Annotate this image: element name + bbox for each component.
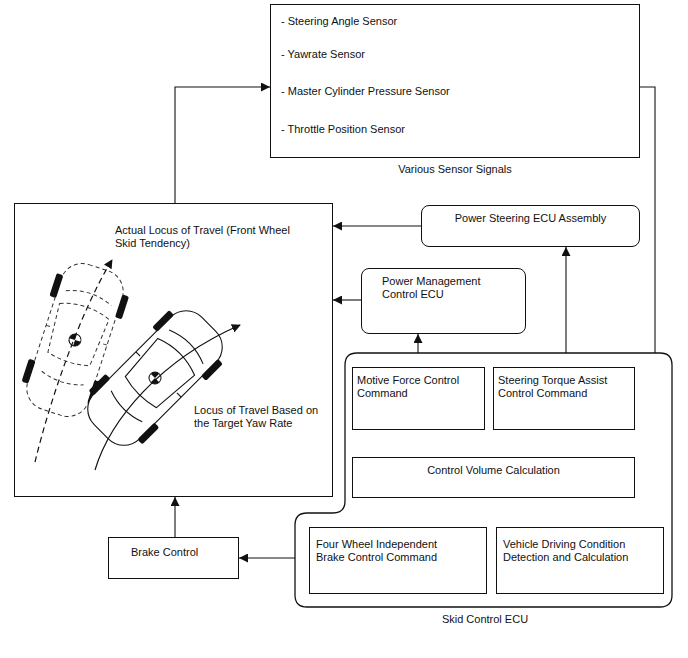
signal-arrow [333,225,421,226]
signal-arrow [333,299,361,300]
process-box: Control Volume Calculation [352,457,635,498]
node-label: Power Steering ECU Assembly [430,212,631,225]
node-label: Motive Force Control Command [357,374,472,400]
node-label: Control Volume Calculation [359,464,628,477]
skid-control-ecu: Skid Control ECUMotive Force Control Com… [295,353,672,607]
process-box: Vehicle Driving Condition Detection and … [496,527,664,594]
node-label: Vehicle Driving Condition Detection and … [503,538,653,564]
node-label: Various Sensor Signals [271,163,639,176]
process-box: Brake Control [108,537,239,579]
ecu-box: Power Steering ECU Assembly [421,205,640,247]
vehicle-box: Actual Locus of Travel (Front Wheel Skid… [14,203,333,497]
process-box: Steering Torque Assist Control Command [493,367,635,430]
node-label: Actual Locus of Travel (Front Wheel Skid… [115,224,290,250]
node-label: Four Wheel Independent Brake Control Com… [316,538,456,564]
node-label: Skid Control ECU [415,613,555,626]
node-label: - Steering Angle Sensor [281,15,629,28]
node-label: Locus of Travel Based on the Target Yaw … [194,404,324,430]
node-label: - Yawrate Sensor [281,48,629,61]
signal-arrow [174,497,175,537]
node-label: - Master Cylinder Pressure Sensor [281,85,629,98]
signal-arrow [565,247,566,367]
node-label: - Throttle Position Sensor [281,123,629,136]
node-label: Power Management Control ECU [382,275,497,301]
node-label: Steering Torque Assist Control Command [498,374,628,400]
signal-arrow [175,87,270,203]
process-box: Motive Force Control Command [352,367,485,430]
ecu-box: Power Management Control ECU [361,268,526,334]
sensor-box: - Steering Angle Sensor - Yawrate Sensor -… [270,4,640,158]
node-label: Brake Control [131,546,230,559]
process-box: Four Wheel Independent Brake Control Com… [309,527,487,594]
